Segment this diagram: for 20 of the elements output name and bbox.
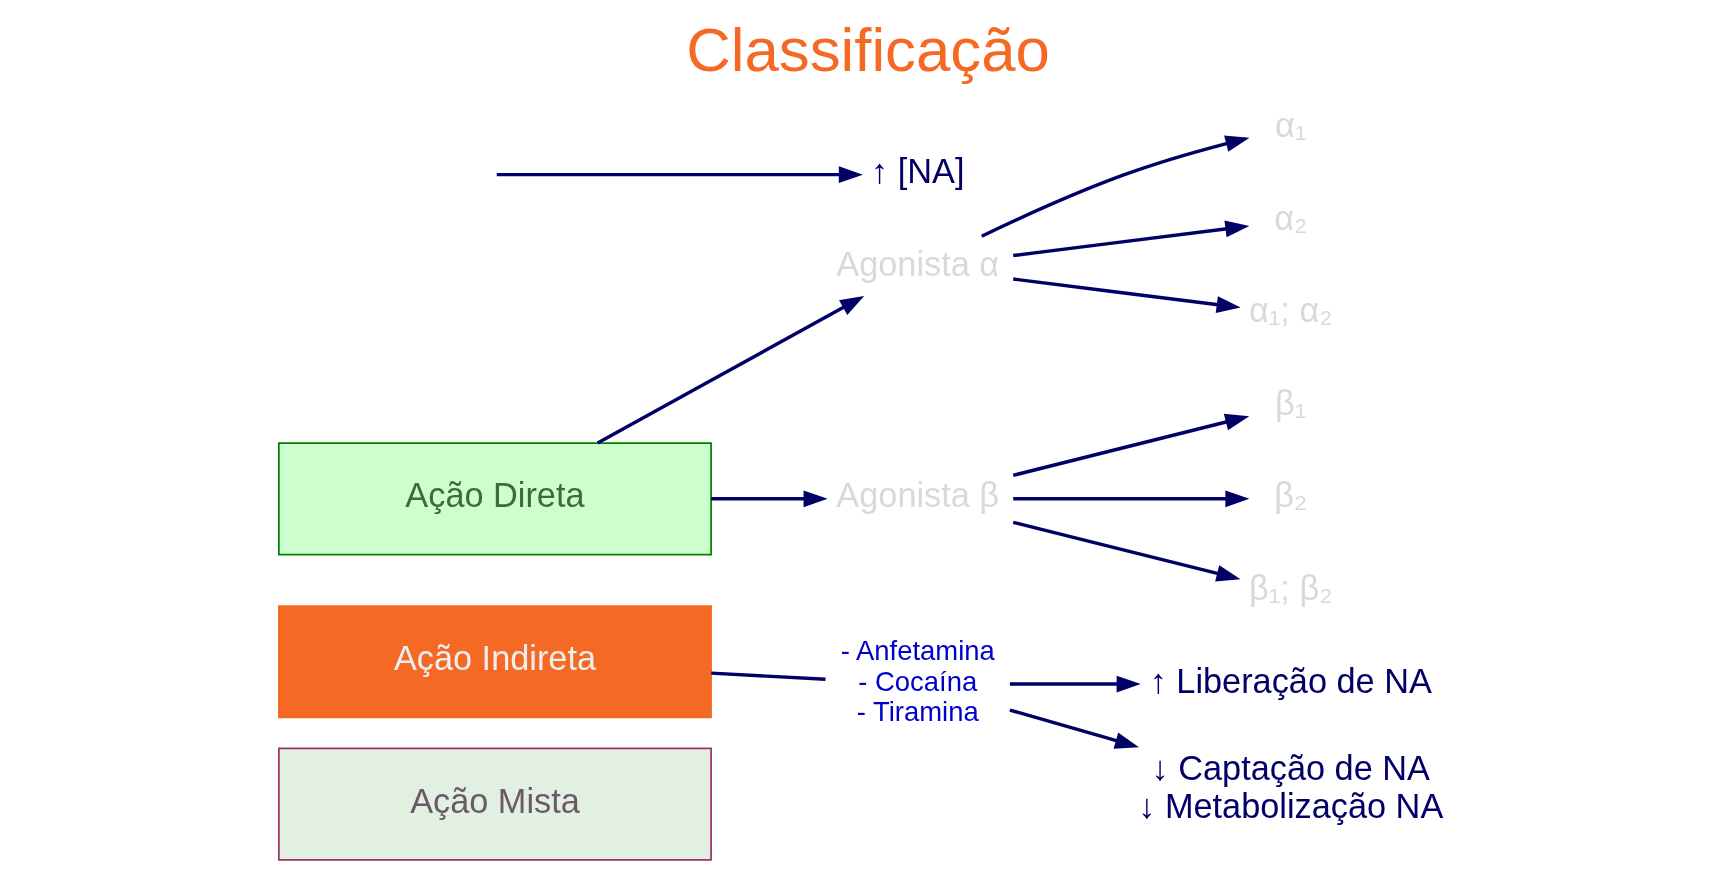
arrow: [1012, 220, 1249, 258]
node-text: - Anfetamina - Cocaína - Tiramina: [840, 634, 995, 728]
arrow: [496, 166, 863, 184]
arrow: [1012, 490, 1249, 508]
node-text: ↑ [NA]: [870, 152, 964, 191]
node-text: ↑ Liberação de NA: [1149, 661, 1432, 700]
arrow: [1008, 708, 1139, 749]
node-box: Ação Mista: [277, 747, 712, 861]
arrow: [596, 295, 864, 445]
node-box: Ação Direta: [277, 442, 712, 556]
arrow: [1012, 277, 1241, 313]
node-box: Ação Indireta: [277, 605, 712, 719]
arrow: [1012, 413, 1249, 477]
node-text: ↓ Captação de NA ↓ Metabolização NA: [1137, 749, 1443, 825]
arrow: [1009, 675, 1141, 693]
arrow: [980, 135, 1249, 238]
arrow: [710, 490, 828, 508]
connector: [710, 671, 826, 681]
diagram-title: Classificação: [685, 15, 1050, 85]
arrow: [1012, 520, 1241, 582]
